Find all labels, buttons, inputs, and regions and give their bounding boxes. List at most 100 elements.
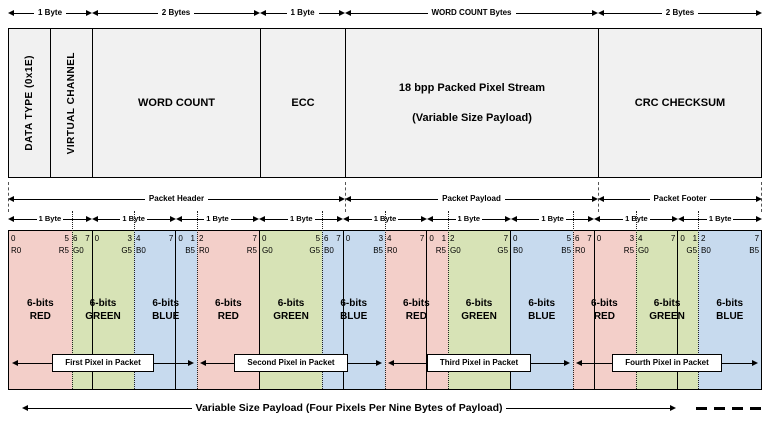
bit-index: 7 (419, 234, 425, 243)
arrowhead-left-icon (200, 360, 206, 366)
arrow-line (351, 198, 439, 200)
arrow-line (506, 407, 671, 409)
arrowhead-left-icon (343, 216, 350, 222)
arrow-line (649, 218, 673, 220)
field-bit-label: G0 (638, 246, 649, 255)
bit-index: 4 (136, 234, 141, 243)
field-bit-label: R5 (58, 246, 69, 255)
field-bit-label: B5 (561, 246, 572, 255)
pixel-span-row: First Pixel in Packet Second Pixel in Pa… (9, 351, 761, 375)
bit-index: 1 (692, 234, 698, 243)
field-bit-label: B5 (749, 246, 760, 255)
band-label: 6-bits (27, 298, 54, 310)
size-arrow-ecc: 1 Byte (260, 6, 346, 20)
bit-index: 7 (670, 234, 676, 243)
arrowhead-left-icon (598, 10, 604, 16)
byte-size-label: 1 Byte (457, 214, 481, 224)
arrowhead-left-icon (91, 216, 98, 222)
arrow-line (14, 218, 37, 220)
band-label: 6-bits (403, 298, 430, 310)
arrow-line (318, 12, 340, 14)
arrow-line (733, 218, 757, 220)
field-bit-label: R0 (575, 246, 586, 255)
size-arrow-label: WORD COUNT Bytes (431, 8, 512, 17)
arrow-line (604, 12, 662, 14)
bit-index: 6 (324, 234, 329, 243)
band-label: 6-bits (152, 298, 180, 310)
arrow-line (18, 362, 53, 364)
arrow-line (14, 198, 145, 200)
variable-payload-label: Variable Size Payload (Four Pixels Per N… (195, 401, 503, 414)
arrowhead-right-icon (564, 360, 570, 366)
bit-index: 3 (629, 234, 635, 243)
arrowhead-left-icon (8, 196, 14, 202)
bit-index: 7 (252, 234, 257, 243)
pixel-box-label: Third Pixel in Packet (426, 354, 532, 372)
bit-index: 7 (168, 234, 174, 243)
arrow-line (230, 218, 254, 220)
band-label: RED (217, 311, 239, 323)
arrow-line (347, 362, 376, 364)
byte-size-label: 1 Byte (373, 214, 397, 224)
field-bit-label: G0 (262, 246, 273, 255)
field-bit-label: B5 (373, 246, 384, 255)
continuation-dashes-icon (696, 407, 762, 410)
arrowhead-right-icon (756, 10, 762, 16)
bit-index: 3 (127, 234, 132, 243)
arrow-line (314, 218, 338, 220)
arrowhead-left-icon (8, 216, 14, 222)
arrowhead-left-icon (576, 360, 582, 366)
bit-index: 7 (503, 234, 509, 243)
bit-index: 0 (11, 234, 16, 243)
arrowhead-left-icon (426, 216, 433, 222)
arrow-line (710, 198, 756, 200)
field-crc-label: CRC CHECKSUM (634, 97, 726, 109)
arrow-line (721, 362, 753, 364)
field-bit-label: R5 (435, 246, 447, 255)
arrow-line (349, 218, 372, 220)
pixel-box-label: Fourth Pixel in Packet (612, 354, 722, 372)
arrowhead-right-icon (253, 216, 260, 222)
field-bit-label: G0 (73, 246, 84, 255)
byte-arrow-row: 1 Byte 1 Byte 1 Byte 1 Byte 1 Byte 1 Byt… (8, 212, 763, 226)
field-bit-label: R5 (246, 246, 257, 255)
arrowhead-right-icon (672, 216, 679, 222)
field-pixel-stream-sublabel: (Variable Size Payload) (412, 112, 532, 124)
field-bit-label: G0 (450, 246, 461, 255)
band-label: BLUE (716, 311, 744, 323)
arrowhead-right-icon (670, 405, 677, 411)
field-crc: CRC CHECKSUM (599, 29, 761, 177)
band-label: 6-bits (465, 298, 493, 310)
arrowhead-left-icon (598, 196, 604, 202)
field-word-count: WORD COUNT (93, 29, 261, 177)
band-label: 6-bits (716, 298, 744, 310)
pixel-span-first: First Pixel in Packet (9, 351, 197, 375)
band-label: GREEN (273, 311, 309, 323)
arrow-line (266, 12, 287, 14)
packet-field-boxes: DATA TYPE (0x1E) VIRTUAL CHANNEL WORD CO… (8, 28, 762, 178)
pixel-span-third: Third Pixel in Packet (385, 351, 573, 375)
bit-index: 5 (315, 234, 321, 243)
arrow-line (146, 218, 170, 220)
field-bit-label: B0 (136, 246, 146, 255)
section-arrow-header: Packet Header (8, 192, 345, 206)
byte-size-arrow: 1 Byte (175, 212, 260, 226)
field-virtual-channel-label: VIRTUAL CHANNEL (66, 51, 77, 155)
byte-size-arrow: 1 Byte (259, 212, 344, 226)
arrowhead-left-icon (345, 10, 351, 16)
arrowhead-right-icon (169, 216, 176, 222)
arrowhead-left-icon (260, 10, 266, 16)
byte-size-arrow: 1 Byte (426, 212, 511, 226)
field-bit-label: B0 (701, 246, 711, 255)
bit-index: 4 (638, 234, 643, 243)
size-arrow-label: 1 Byte (38, 8, 63, 17)
band-label: GREEN (649, 311, 685, 323)
packet-size-arrow-row: 1 Byte 2 Bytes 1 Byte WORD COUNT Bytes 2… (8, 6, 762, 20)
arrow-line (515, 12, 593, 14)
field-ecc-label: ECC (291, 97, 315, 109)
